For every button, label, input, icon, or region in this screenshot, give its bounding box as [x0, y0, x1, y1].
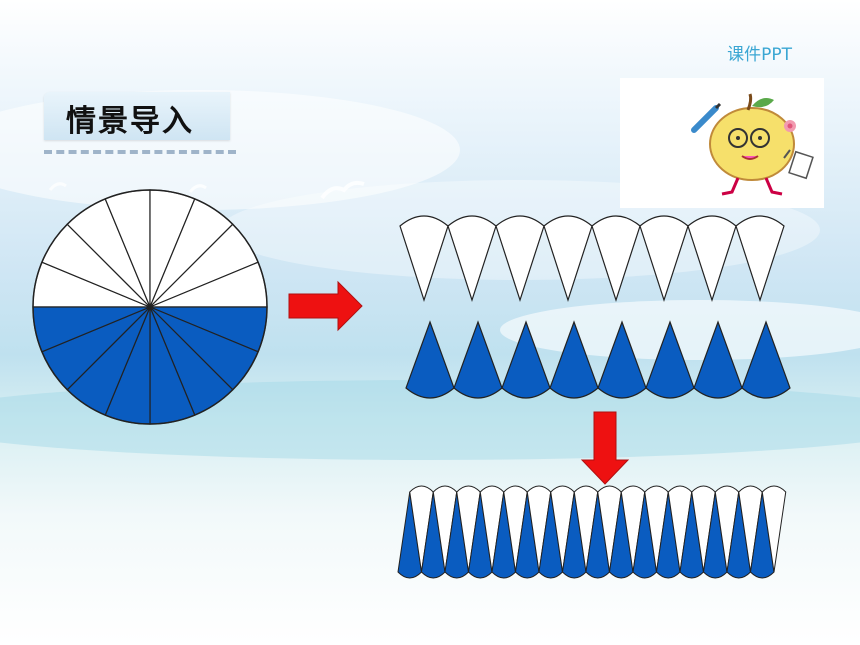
blue-sector	[405, 320, 455, 399]
circle-outline	[32, 189, 268, 425]
blue-sector	[453, 320, 503, 399]
white-sector	[543, 215, 593, 302]
white-sector	[687, 215, 737, 302]
blue-sector	[501, 320, 551, 399]
title-underline	[44, 150, 236, 154]
white-sector-row	[399, 215, 785, 302]
blue-sector	[597, 320, 647, 399]
right-arrow	[288, 280, 363, 332]
apple-mascot-icon	[620, 78, 824, 208]
white-sector	[447, 215, 497, 302]
white-sector	[399, 215, 449, 302]
watermark-text: 课件PPT	[727, 45, 792, 65]
blue-sector-row	[405, 320, 791, 399]
white-sector	[735, 215, 785, 302]
white-sector	[495, 215, 545, 302]
down-arrow	[580, 411, 630, 485]
blue-sector	[741, 320, 791, 399]
blue-sector	[645, 320, 695, 399]
divided-circle	[32, 189, 268, 425]
section-title-box: 情景导入	[44, 92, 230, 140]
blue-sector	[693, 320, 743, 399]
white-sector	[591, 215, 641, 302]
section-title: 情景导入	[66, 104, 194, 139]
white-sector	[639, 215, 689, 302]
merged-white-sector	[761, 485, 787, 573]
blue-sector	[549, 320, 599, 399]
rearranged-sector-row	[397, 485, 787, 579]
